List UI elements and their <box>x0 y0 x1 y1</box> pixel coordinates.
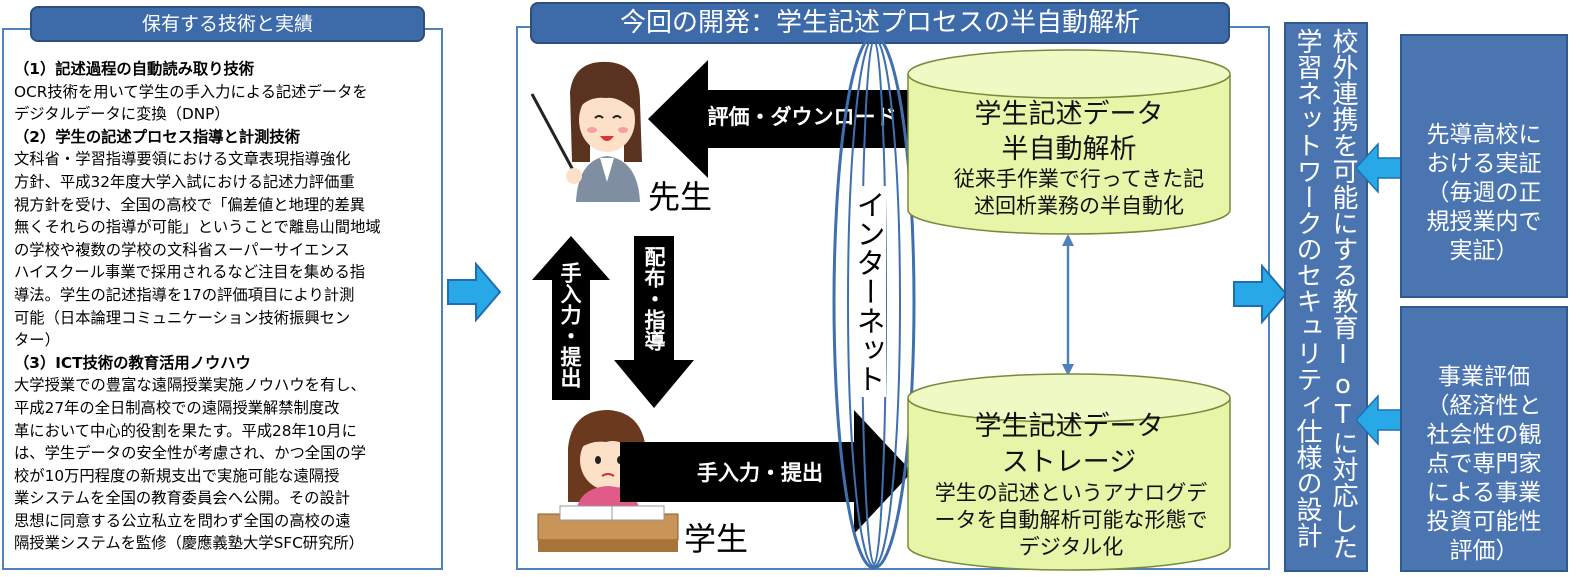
teacher-icon <box>530 61 642 202</box>
input-up-arrow-label: 手入力・提出 <box>558 262 582 388</box>
left-panel-title-text: 保有する技術と実績 <box>141 13 313 35</box>
flow-arrow-right-icon <box>1233 264 1288 324</box>
pilot-school-box: 先導高校に おける実証 （毎週の正 規授業内で 実証） <box>1400 34 1568 298</box>
teacher-label: 先生 <box>648 178 713 216</box>
item3-body: 大学授業での豊富な遠隔授業実施ノウハウを有し、 平成27年の全日制高校での遠隔授… <box>14 376 366 553</box>
distribute-down-arrow-icon <box>614 236 694 408</box>
input-right-arrow-icon <box>620 410 912 534</box>
student-label: 学生 <box>684 520 749 558</box>
analysis-cylinder-title2: 半自動解析 <box>1001 134 1137 165</box>
input-up-arrow-icon <box>532 236 610 400</box>
analysis-cylinder-desc: 従来手作業で行ってきた記述回析業務の半自動化 <box>953 167 1205 218</box>
eval-download-arrow-icon <box>648 60 926 178</box>
storage-cylinder-desc: 学生の記述というアナログデータを自動解析可能な形態でデジタル化 <box>934 481 1208 559</box>
business-eval-text: 事業評価 （経済性と 社会性の観 点で専門家 による事業 投資可能性 評価） <box>1426 364 1542 564</box>
left-panel-content: （1）記述過程の自動読み取り技術 OCR技術を用いて学生の手入力による記述データ… <box>14 58 434 555</box>
item2-body: 文科省・学習指導要領における文章表現指導強化 方針、平成32年度大学入試における… <box>14 150 381 350</box>
left-panel <box>2 28 443 570</box>
storage-cylinder-title1: 学生記述データ <box>974 411 1164 442</box>
security-design-box <box>1284 22 1368 572</box>
pilot-school-text: 先導高校に おける実証 （毎週の正 規授業内で 実証） <box>1426 122 1542 264</box>
flow-arrow-left-icon <box>447 262 502 322</box>
item1-heading: （1）記述過程の自動読み取り技術 <box>14 60 255 78</box>
cylinder-link-icon <box>1062 234 1074 376</box>
left-panel-title: 保有する技術と実績 <box>30 6 425 42</box>
business-eval-box: 事業評価 （経済性と 社会性の観 点で専門家 による事業 投資可能性 評価） <box>1400 306 1568 572</box>
item2-heading: （2）学生の記述プロセス指導と計測技術 <box>14 127 300 146</box>
internet-label: インターネット <box>852 186 886 397</box>
internet-tube-icon <box>832 34 916 570</box>
analysis-cylinder-icon <box>907 49 1231 235</box>
analysis-cylinder-title1: 学生記述データ <box>974 99 1164 130</box>
center-panel-title-text: 今回の開発：学生記述プロセスの半自動解析 <box>619 8 1140 38</box>
security-design-text-left: 学習ネットワークのセキュリティ仕様の設計 <box>1292 28 1322 548</box>
distribute-down-arrow-label: 配布・指導 <box>642 246 666 351</box>
input-right-arrow-label: 手入力・提出 <box>697 461 823 485</box>
storage-cylinder-title2: ストレージ <box>1001 447 1137 478</box>
security-design-text-right: 校外連携を可能にする教育IoTに対応した <box>1328 28 1358 560</box>
item1-body: OCR技術を用いて学生の手入力による記述データを デジタルデータに変換（DNP） <box>14 82 368 124</box>
item3-heading: （3）ICT技術の教育活用ノウハウ <box>14 353 251 372</box>
storage-cylinder-icon <box>907 373 1231 571</box>
